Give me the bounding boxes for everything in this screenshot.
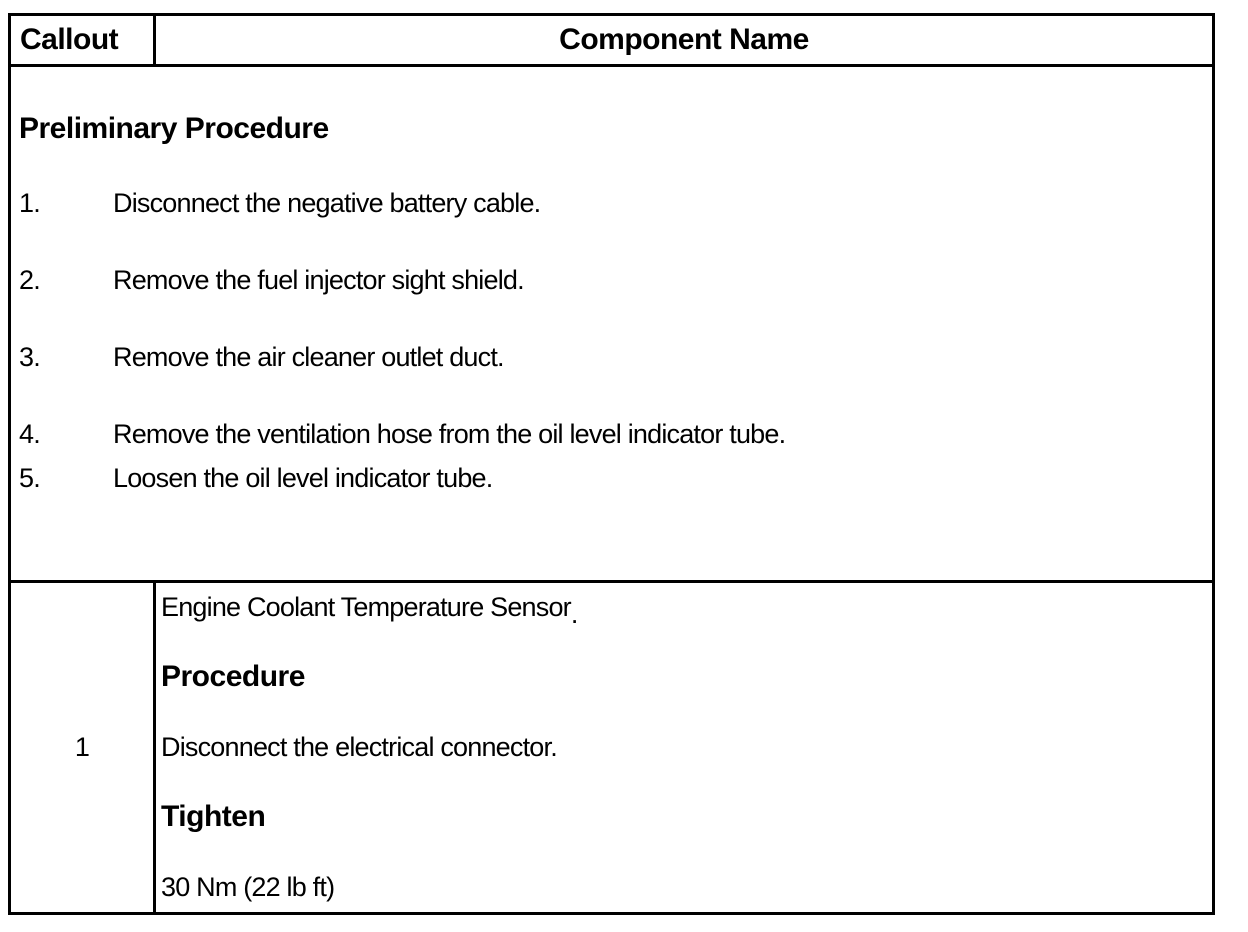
step-text: Disconnect the negative battery cable. [113, 188, 541, 218]
procedure-label: Procedure [161, 660, 305, 693]
step-number: 1. [19, 188, 41, 218]
tighten-value: 30 Nm (22 lb ft) [161, 872, 335, 902]
callout-header-label: Callout [20, 23, 119, 56]
tighten-label: Tighten [161, 800, 266, 833]
procedure-step: 2. Remove the fuel injector sight shield… [19, 258, 1202, 302]
table-header-row: Callout Component Name [11, 16, 1212, 67]
component-name-line: Engine Coolant Temperature Sensor. [161, 585, 1202, 629]
procedure-step: 4. Remove the ventilation hose from the … [19, 412, 1202, 456]
component-name-header-label: Component Name [559, 23, 809, 56]
callout-cell: 1 [11, 583, 156, 912]
component-row: 1 Engine Coolant Temperature Sensor. Pro… [11, 583, 1212, 912]
procedure-step: 3. Remove the air cleaner outlet duct. [19, 335, 1202, 379]
step-text: Remove the fuel injector sight shield. [113, 265, 525, 295]
procedure-step: 5. Loosen the oil level indicator tube. [19, 456, 1202, 500]
step-number: 5. [19, 463, 41, 493]
component-name-text: Engine Coolant Temperature Sensor [161, 592, 572, 622]
preliminary-procedure-cell: Preliminary Procedure 1. Disconnect the … [11, 67, 1212, 583]
component-table: Callout Component Name Preliminary Proce… [8, 13, 1215, 915]
callout-number: 1 [74, 732, 90, 762]
procedure-text: Disconnect the electrical connector. [161, 732, 558, 762]
component-detail-cell: Engine Coolant Temperature Sensor. Proce… [156, 583, 1212, 912]
step-number: 4. [19, 419, 41, 449]
step-number: 2. [19, 265, 41, 295]
step-text: Remove the ventilation hose from the oil… [113, 419, 786, 449]
component-name-header-cell: Component Name [156, 16, 1212, 64]
procedure-step: 1. Disconnect the negative battery cable… [19, 181, 1202, 225]
callout-header-cell: Callout [11, 16, 156, 64]
step-text: Remove the air cleaner outlet duct. [113, 342, 505, 372]
step-text: Loosen the oil level indicator tube. [113, 463, 493, 493]
component-name-trailing-mark: . [570, 599, 578, 629]
step-number: 3. [19, 342, 41, 372]
preliminary-procedure-title: Preliminary Procedure [19, 112, 329, 145]
